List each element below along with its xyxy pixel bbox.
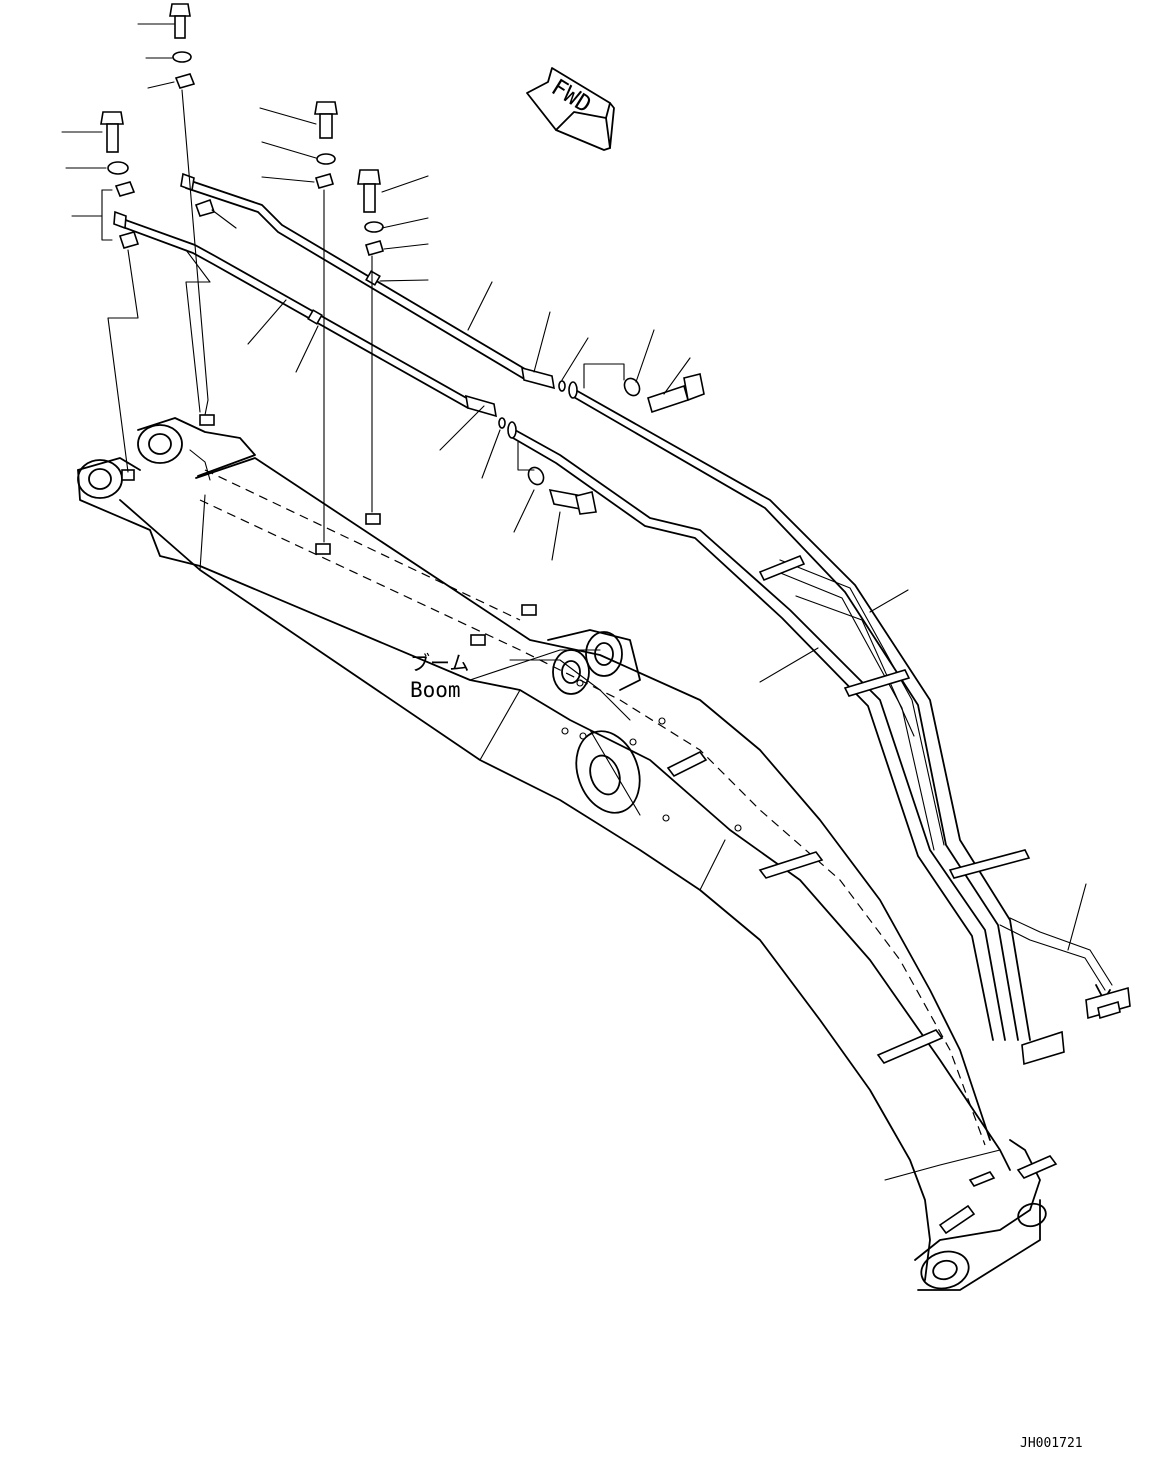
bolt-icon [357, 169, 381, 213]
clamp-icon [521, 604, 537, 616]
clamp-icon [174, 73, 196, 89]
fwd-arrow-icon: FWD [526, 67, 615, 151]
clamp-icon [758, 851, 824, 879]
bolt-icon [100, 111, 124, 153]
assembly-guide-lines [107, 89, 625, 543]
fwd-label: FWD [547, 74, 596, 118]
boom-top-pin [914, 1139, 1047, 1291]
boom-label-en: Boom [410, 678, 461, 702]
boom-bolt-holes [561, 679, 742, 832]
clamp-icon [114, 181, 136, 197]
clamp-icon [199, 414, 215, 426]
boom-top-flange [195, 457, 991, 1141]
drawing-code: JH001721 [1020, 1436, 1083, 1451]
washer-icon [623, 377, 641, 397]
hardware [100, 3, 705, 515]
bolt-icon [548, 488, 597, 515]
clamp-icon [315, 543, 331, 555]
clamp-icon [365, 240, 384, 256]
clamp-icon [365, 513, 381, 525]
leader-lines [61, 23, 1087, 951]
clamp-icon [1016, 1155, 1058, 1179]
washer-icon [107, 161, 129, 175]
bolt-icon [314, 101, 338, 139]
washer-icon [507, 421, 517, 439]
boom-cylinder-boss [575, 729, 641, 816]
clamp-icon [118, 231, 140, 249]
arm-cylinder-bracket [509, 629, 641, 721]
clamp-icon [194, 198, 216, 217]
bolt-icon [169, 3, 191, 39]
o-ring-icon [498, 417, 506, 429]
bolt-icon [647, 373, 705, 414]
boom-clamp-brackets [121, 414, 1058, 1235]
boom-label-jp: ブーム [410, 651, 469, 675]
washer-icon [364, 221, 384, 233]
o-ring-icon [558, 380, 566, 392]
boom-structure [77, 417, 1047, 1291]
clamp-icon [968, 1171, 996, 1187]
boom-foot-pin [77, 417, 256, 499]
hose-bundle [512, 387, 1131, 1066]
lower-tube [113, 210, 497, 418]
boom-upper-outline [77, 469, 1011, 1171]
washer-icon [527, 466, 545, 486]
upper-tube [180, 172, 555, 390]
clamp-icon [938, 1204, 976, 1235]
washer-icon [568, 381, 578, 399]
washer-icon [172, 51, 192, 63]
clamp-icon [666, 750, 708, 778]
clamp-icon [315, 173, 334, 189]
clamp-icon [876, 1029, 944, 1064]
clamp-icon [470, 634, 486, 646]
washer-icon [316, 153, 336, 165]
